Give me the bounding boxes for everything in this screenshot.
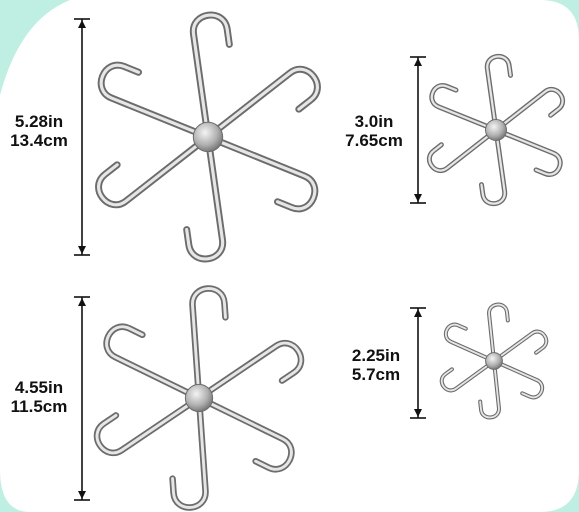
arrow-up-icon [78, 20, 86, 28]
arrow-down-icon [78, 246, 86, 254]
hook-hub [485, 119, 507, 141]
dimension-label-large: 5.28in 13.4cm [2, 112, 76, 150]
hook-arm-highlight [202, 341, 303, 396]
inches-text: 3.0in [354, 112, 394, 131]
hook-arm-highlight [185, 142, 225, 261]
dimension-label-medium: 4.55in 11.5cm [2, 378, 76, 416]
dimension-line-xsmall [410, 307, 426, 419]
hook-arm-highlight [498, 88, 564, 129]
hook-arm-highlight [486, 55, 512, 127]
hook-arm-highlight [211, 67, 319, 135]
centimeters-text: 13.4cm [10, 131, 68, 150]
hook-hub [192, 121, 224, 153]
dimension-line-medium [74, 296, 90, 501]
hook-arm-highlight [440, 362, 492, 392]
arrow-down-icon [414, 409, 422, 417]
arrow-down-icon [78, 491, 86, 499]
arrow-down-icon [414, 194, 422, 202]
inches-text: 2.25in [351, 346, 401, 365]
hook-arm-highlight [97, 139, 205, 207]
hook-hub [184, 383, 214, 413]
hook-arm-highlight [496, 330, 548, 360]
inches-text: 4.55in [14, 378, 64, 397]
hook-arm-highlight [479, 364, 500, 419]
dimension-lines [74, 18, 426, 501]
hooks-layer [93, 11, 566, 511]
ceiling-hook-small [426, 53, 566, 207]
centimeters-text: 5.7cm [351, 365, 401, 384]
hook-arm-highlight [444, 323, 492, 361]
centimeters-text: 7.65cm [345, 131, 403, 150]
arrow-up-icon [78, 298, 86, 306]
hook-arm-highlight [488, 303, 509, 358]
hook-arm-highlight [99, 63, 204, 136]
hook-arm-highlight [430, 84, 493, 130]
dimension-label-small: 3.0in 7.65cm [336, 112, 412, 150]
dimension-line-large [74, 18, 90, 256]
arrow-up-icon [414, 58, 422, 66]
hook-hub [485, 352, 503, 370]
hook-arm-highlight [203, 399, 293, 471]
hook-arm-highlight [191, 287, 227, 393]
hook-arm-highlight [105, 325, 195, 397]
hook-arm-highlight [191, 13, 231, 132]
hook-arm-highlight [95, 400, 196, 455]
hook-arm-highlight [499, 130, 562, 176]
hook-arm-highlight [428, 131, 494, 172]
hook-arm-highlight [496, 361, 544, 399]
centimeters-text: 11.5cm [10, 397, 68, 416]
arrow-up-icon [414, 309, 422, 317]
dimension-line-small [410, 56, 426, 204]
hook-arm-highlight [212, 138, 317, 211]
hook-arm-highlight [171, 403, 207, 509]
ceiling-hook-xsmall [439, 302, 549, 420]
hook-arm-highlight [480, 133, 506, 205]
dimension-label-xsmall: 2.25in 5.7cm [340, 346, 412, 384]
inches-text: 5.28in [14, 112, 64, 131]
ceiling-hook-medium [93, 285, 305, 511]
ceiling-hook-large [95, 11, 321, 263]
